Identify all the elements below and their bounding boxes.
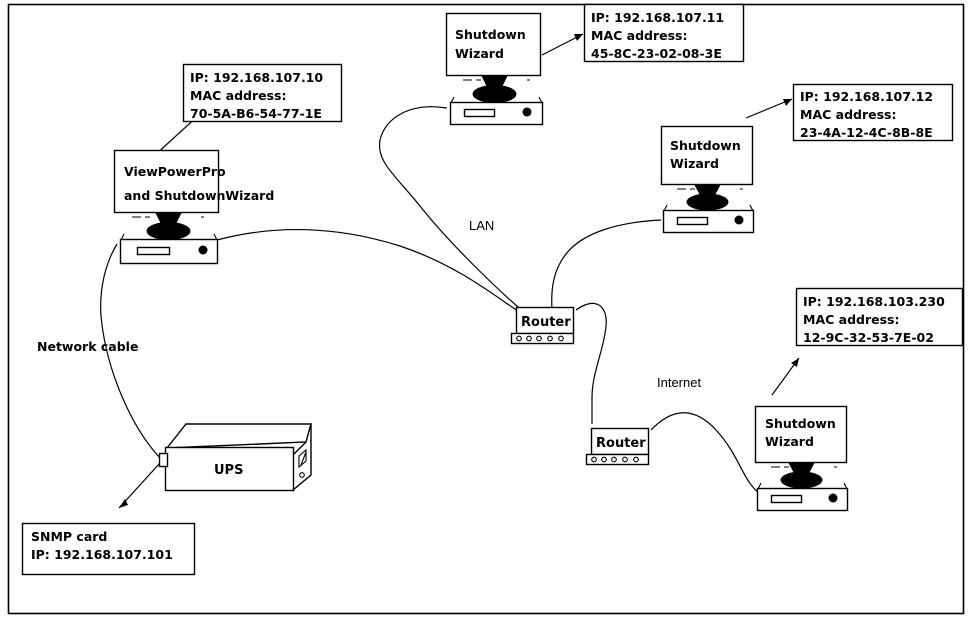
info-pc-bottom-right-line3: 12-9C-32-53-7E-02 — [803, 330, 934, 345]
main-pc-power-dot — [198, 245, 208, 255]
label-lan: LAN — [469, 218, 494, 233]
leader-pc-right — [745, 98, 793, 119]
main-pc-drive-slot — [136, 246, 171, 256]
ups-side-slot-line — [300, 451, 307, 466]
cable-mainpc-to-lan-router — [216, 228, 519, 312]
pc-right-label-line2: Wizard — [670, 156, 719, 171]
main-pc-monitor — [113, 149, 220, 214]
info-main-pc-line2: MAC address: — [190, 88, 287, 103]
info-main-pc-line1: IP: 192.168.107.10 — [190, 70, 323, 85]
pc-top-label-line1: Shutdown — [455, 27, 526, 42]
device-router-lan[interactable]: Router — [510, 306, 575, 345]
pc-bottom-right-base — [756, 487, 849, 512]
pc-top-stand-base — [472, 85, 517, 103]
info-pc-right-line1: IP: 192.168.107.12 — [800, 89, 933, 104]
ups-side-slot — [298, 448, 307, 469]
info-box-pc-right-frame — [792, 83, 954, 142]
main-pc-label-line2: and ShutdownWizard — [124, 188, 274, 203]
info-box-pc-bottom-right: IP: 192.168.103.230 MAC address: 12-9C-3… — [795, 287, 964, 347]
info-pc-bottom-right-line2: MAC address: — [803, 312, 900, 327]
device-pc-bottom-right[interactable]: Shutdown Wizard — [754, 405, 849, 512]
pc-top-monitor — [445, 12, 542, 77]
ups-label: UPS — [214, 463, 243, 478]
router-lan-label: Router — [521, 315, 571, 330]
ups-snmp-port — [158, 452, 169, 468]
main-pc-label-line1: ViewPowerPro — [124, 164, 226, 179]
label-internet: Internet — [657, 375, 701, 390]
pc-bottom-right-label-line1: Shutdown — [765, 416, 836, 431]
pc-right-stand-base — [686, 193, 729, 211]
info-box-main-pc: IP: 192.168.107.10 MAC address: 70-5A-B6… — [182, 63, 343, 123]
pc-top-drive-slot — [463, 108, 496, 118]
pc-top-label-line2: Wizard — [455, 46, 504, 61]
device-router-internet[interactable]: Router — [585, 427, 650, 466]
leader-snmp-card — [118, 462, 161, 509]
device-pc-right[interactable]: Shutdown Wizard — [660, 125, 755, 234]
info-box-pc-top: IP: 192.168.107.11 MAC address: 45-8C-23… — [583, 3, 745, 63]
pc-bottom-right-stand-base — [780, 471, 823, 489]
pc-bottom-right-drive-slot — [770, 494, 803, 504]
cable-topc-to-lan-router — [378, 106, 525, 313]
leader-arrowhead-snmp-card — [119, 499, 128, 508]
main-pc-stand-base — [146, 222, 191, 240]
info-pc-top-line2: MAC address: — [591, 28, 688, 43]
router-lan-body — [515, 306, 575, 335]
leader-arrowhead-pc-top — [574, 34, 583, 41]
router-lan-port-strip — [510, 332, 575, 345]
leader-group — [118, 33, 800, 509]
pc-top-base — [449, 101, 544, 126]
device-main-pc[interactable]: ViewPowerPro and ShutdownWizard — [113, 149, 275, 265]
pc-right-label-line1: Shutdown — [670, 138, 741, 153]
pc-top-power-dot — [522, 107, 532, 117]
device-pc-top[interactable]: Shutdown Wizard — [445, 12, 544, 126]
info-box-pc-top-frame — [583, 3, 745, 63]
pc-bottom-right-power-dot — [828, 493, 838, 503]
device-ups[interactable]: UPS — [158, 423, 312, 492]
info-box-main-pc-frame — [182, 63, 343, 123]
cable-ups-network — [100, 243, 164, 462]
router-internet-ports — [591, 456, 639, 463]
pc-bottom-right-label-line2: Wizard — [765, 434, 814, 449]
pc-right-monitor — [660, 125, 754, 186]
cable-group — [100, 106, 761, 495]
router-internet-label: Router — [596, 436, 646, 451]
info-snmp-line1: SNMP card — [31, 529, 107, 544]
cable-rightpc-to-lan-router — [551, 219, 662, 311]
label-network-cable: Network cable — [37, 339, 138, 354]
pc-right-drive-slot — [676, 216, 709, 226]
leader-arrowhead-pc-bottom-right — [791, 358, 799, 367]
info-box-pc-bottom-right-frame — [795, 287, 964, 347]
info-pc-top-line1: IP: 192.168.107.11 — [591, 10, 724, 25]
ups-front-face — [164, 446, 295, 492]
ups-top-face — [165, 423, 312, 449]
router-internet-port-strip — [585, 453, 650, 466]
info-main-pc-line3: 70-5A-B6-54-77-1E — [190, 106, 322, 121]
info-box-pc-right: IP: 192.168.107.12 MAC address: 23-4A-12… — [792, 83, 954, 142]
pc-right-base — [662, 209, 755, 234]
diagram-border — [7, 3, 965, 615]
info-pc-bottom-right-line1: IP: 192.168.103.230 — [803, 294, 945, 309]
info-box-snmp-frame — [21, 522, 196, 576]
cable-internet-router-to-pc — [650, 412, 761, 495]
info-box-snmp-card: SNMP card IP: 192.168.107.101 — [21, 522, 196, 576]
ups-side-led — [299, 472, 305, 478]
router-lan-ports — [516, 335, 564, 342]
info-pc-right-line3: 23-4A-12-4C-8B-8E — [800, 125, 933, 140]
info-pc-top-line3: 45-8C-23-02-08-3E — [591, 46, 722, 61]
info-pc-right-line2: MAC address: — [800, 107, 897, 122]
pc-right-power-dot — [734, 215, 744, 225]
leader-arrowhead-pc-right — [783, 99, 792, 106]
cable-lan-router-to-internet-router — [575, 303, 607, 424]
info-snmp-line2: IP: 192.168.107.101 — [31, 547, 173, 562]
